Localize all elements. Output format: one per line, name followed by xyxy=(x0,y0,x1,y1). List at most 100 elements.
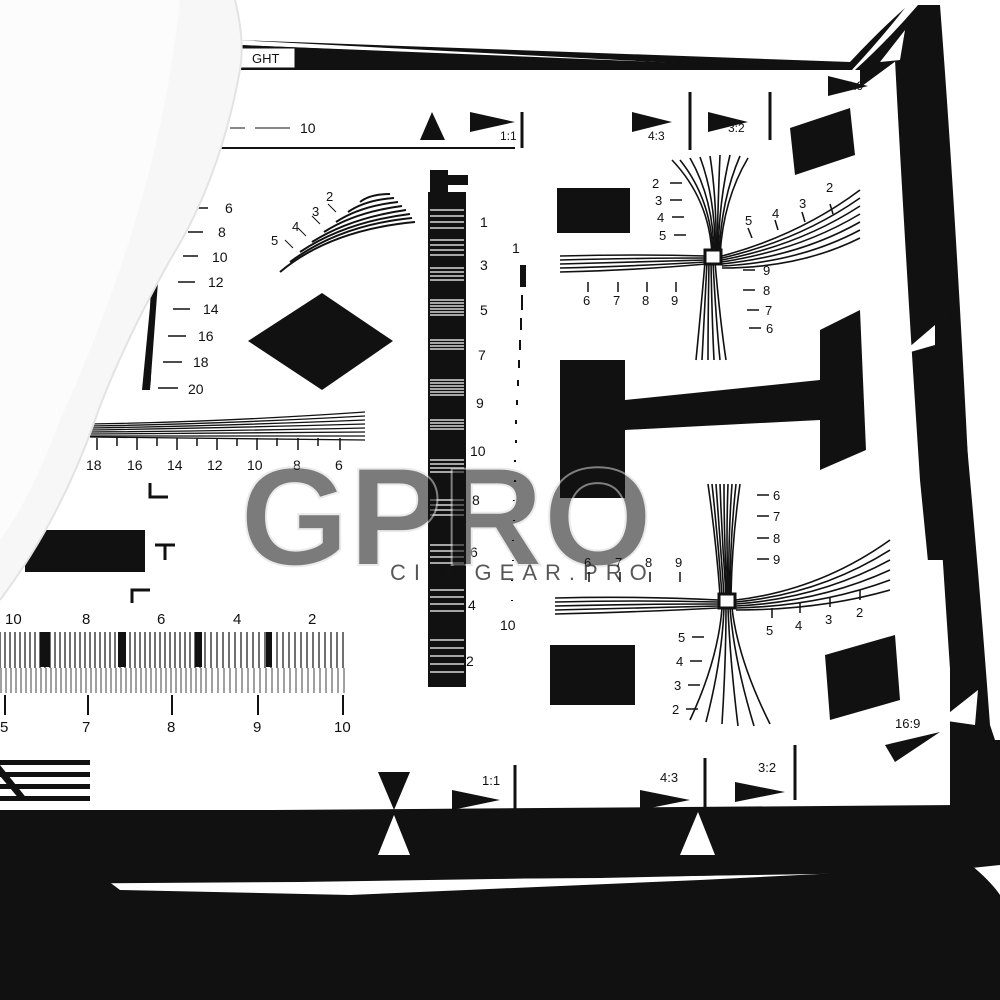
cu-rt-5: 5 xyxy=(745,213,752,228)
black-blocks xyxy=(25,108,900,720)
bg-bottom-8: 8 xyxy=(167,719,175,736)
left-scale-8: 8 xyxy=(218,224,226,240)
left-scale-6: 6 xyxy=(225,200,233,216)
grating-scale-8: 8 xyxy=(472,492,480,508)
grating-scale-10: 10 xyxy=(470,443,486,459)
fan-scale-5: 5 xyxy=(271,233,278,248)
top-ruler-number: 10 xyxy=(300,120,316,136)
hfan-scale-8: 8 xyxy=(293,457,301,473)
cu-left-5: 5 xyxy=(659,228,666,243)
left-scale-10: 10 xyxy=(212,249,228,265)
bottom-ratio-markers: 1:1 4:3 3:2 16:9 xyxy=(378,325,978,855)
top-ruler-band xyxy=(220,70,860,110)
grating-scale-5: 5 xyxy=(480,302,488,318)
cl-rt-8: 8 xyxy=(773,531,780,546)
cl-rt-7: 7 xyxy=(773,509,780,524)
bg-bottom-9: 9 xyxy=(253,719,261,736)
ratio-3-2-bottom: 3:2 xyxy=(758,760,776,775)
cl-top-8: 8 xyxy=(645,555,652,570)
bg-top-6: 6 xyxy=(157,611,165,628)
chart-right-border xyxy=(918,40,1000,820)
grating-scale-9: 9 xyxy=(476,395,484,411)
cu-rt-4: 4 xyxy=(772,206,779,221)
chart-title-fragment: GHT xyxy=(252,51,280,66)
cl-top-9: 9 xyxy=(675,555,682,570)
grating-scale-4: 4 xyxy=(468,597,476,613)
cu-rt-2: 2 xyxy=(826,180,833,195)
cu-right-8: 8 xyxy=(763,283,770,298)
cu-bottom-9: 9 xyxy=(671,293,678,308)
stripe-block xyxy=(0,760,90,801)
ratio-16-9-top: 16:9 xyxy=(840,79,864,93)
hfan-scale-18: 18 xyxy=(86,457,102,473)
left-scale-14: 14 xyxy=(203,301,219,317)
cross-star-lower: 6 7 8 9 6 7 8 9 5 4 3 2 5 4 3 2 xyxy=(554,483,891,727)
cl-top-7: 7 xyxy=(615,555,622,570)
ratio-1-1-top: 1:1 xyxy=(500,129,517,143)
watermark-main: GPRO xyxy=(240,438,652,595)
cl-left-5: 5 xyxy=(678,630,685,645)
dash-scale-10: 10 xyxy=(500,617,516,633)
ratio-1-1-bottom: 1:1 xyxy=(482,773,500,788)
cu-bottom-7: 7 xyxy=(613,293,620,308)
cross-star-upper: 2 3 4 5 6 7 8 9 5 4 3 2 9 8 7 6 xyxy=(559,154,861,361)
bg-top-2: 2 xyxy=(308,611,316,628)
bg-top-4: 4 xyxy=(233,611,241,628)
cu-rt-3: 3 xyxy=(799,196,806,211)
grating-scale-7: 7 xyxy=(478,347,486,363)
cl-bottom-3: 3 xyxy=(825,612,832,627)
cl-rt-6: 6 xyxy=(773,488,780,503)
grating-scale-3: 3 xyxy=(480,257,488,273)
left-scale-18: 18 xyxy=(193,354,209,370)
cl-left-3: 3 xyxy=(674,678,681,693)
vertical-grating-bar xyxy=(428,170,468,687)
hfan-scale-6: 6 xyxy=(335,457,343,473)
hfan-scale-16: 16 xyxy=(127,457,143,473)
ratio-4-3-top: 4:3 xyxy=(648,129,665,143)
watermark: GPRO CINEGEAR.PRO xyxy=(239,437,655,596)
left-scale-12: 12 xyxy=(208,274,224,290)
ratio-16-9-bottom: 16:9 xyxy=(895,716,920,731)
hfan-scale-12: 12 xyxy=(207,457,223,473)
cu-bottom-8: 8 xyxy=(642,293,649,308)
cl-bottom-4: 4 xyxy=(795,618,802,633)
watermark-sub: CINEGEAR.PRO xyxy=(390,560,655,585)
cl-left-4: 4 xyxy=(676,654,683,669)
top-ruler: 10 1:1 4:3 3:2 16:9 xyxy=(215,30,905,150)
grating-scale-6: 6 xyxy=(470,544,478,560)
bottom-grating: 10 8 6 4 2 5 7 8 9 10 xyxy=(0,611,351,736)
paper-shadow xyxy=(0,0,180,540)
left-scale-20: 20 xyxy=(188,381,204,397)
ratio-3-2-top: 3:2 xyxy=(728,121,745,135)
fan-scale-3: 3 xyxy=(312,204,319,219)
grating-scale-1: 1 xyxy=(480,214,488,230)
grating-bar-scale: 1 3 5 7 9 10 8 6 4 2 xyxy=(466,214,488,669)
chart-black-border xyxy=(0,8,1000,1000)
horizontal-fan: 18 16 14 12 10 8 6 xyxy=(86,411,366,473)
bg-top-10: 10 xyxy=(5,611,22,628)
top-markers xyxy=(420,82,690,140)
cl-bottom-2: 2 xyxy=(856,605,863,620)
bg-top-8: 8 xyxy=(82,611,90,628)
cu-right-6: 6 xyxy=(766,321,773,336)
cu-bottom-6: 6 xyxy=(583,293,590,308)
cu-left-3: 3 xyxy=(655,193,662,208)
chart-lower-border xyxy=(0,805,1000,884)
dash-scale-1: 1 xyxy=(512,240,520,256)
cl-rt-9: 9 xyxy=(773,552,780,567)
cl-bottom-5: 5 xyxy=(766,623,773,638)
bg-bottom-10: 10 xyxy=(334,719,351,736)
h-shape xyxy=(560,310,866,498)
ratio-4-3-bottom: 4:3 xyxy=(660,770,678,785)
cu-left-2: 2 xyxy=(652,176,659,191)
bg-bottom-5: 5 xyxy=(0,719,8,736)
curled-paper-edge xyxy=(0,0,243,601)
fan-scale-4: 4 xyxy=(292,219,299,234)
hfan-scale-10: 10 xyxy=(247,457,263,473)
hfan-scale-14: 14 xyxy=(167,457,183,473)
fan-scale-2: 2 xyxy=(326,189,333,204)
vertical-dash-scale: 1 10 xyxy=(500,240,526,633)
diagonal-fan: 2 3 4 5 xyxy=(271,189,416,273)
grating-scale-2: 2 xyxy=(466,653,474,669)
corner-marks xyxy=(130,483,175,603)
